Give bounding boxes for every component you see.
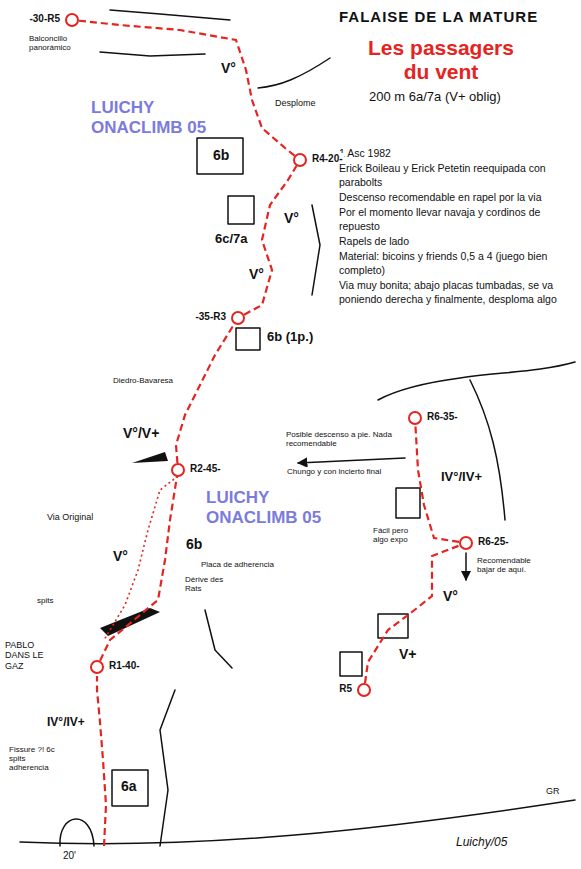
watermark: LUICHY ONACLIMB 05 <box>90 98 232 137</box>
notes-block: 1 Asc 1982Erick Boileau y Erick Petetin … <box>338 146 566 307</box>
belay-station: -35-R3 <box>231 311 245 325</box>
station-label: R6-25- <box>477 536 510 547</box>
rock-block <box>396 488 420 518</box>
route-pitch <box>365 546 459 684</box>
grade: 6b <box>185 536 203 552</box>
crag-name: FALAISE DE LA MATURE <box>338 8 539 25</box>
route-pitch <box>244 166 296 315</box>
ledge <box>100 52 205 56</box>
rock-block <box>340 652 362 676</box>
grade: 6a <box>120 778 138 794</box>
route-pitch <box>176 324 234 463</box>
cave-arch <box>60 819 94 846</box>
annotation: Posible descenso a pie. Nada recomendabl… <box>285 430 412 448</box>
grade: V° <box>283 210 300 226</box>
annotation: spits <box>36 596 54 605</box>
route-title: Les passagers du vent <box>355 36 527 84</box>
overhang <box>258 58 330 88</box>
belay-station: R4-20- <box>293 153 307 167</box>
grade: IV°/IV+ <box>46 716 86 730</box>
rock-block <box>197 138 243 174</box>
grade: V° <box>442 588 459 604</box>
rock-block <box>228 196 254 224</box>
belay-station: R1-40- <box>90 660 104 674</box>
belay-station: R6-25- <box>459 536 473 550</box>
rock-block <box>236 328 260 350</box>
crack <box>205 610 232 668</box>
annotation: Balconcillo panorámico <box>28 34 74 52</box>
crack <box>312 205 320 295</box>
note-text: Via muy bonita; abajo placas tumbadas, s… <box>338 278 566 306</box>
approach-time: 20' <box>62 850 77 862</box>
descent-arrow <box>298 458 405 463</box>
station-label: R4-20- <box>311 153 344 164</box>
note-text: Por el momento llevar navaja y cordinos … <box>338 205 566 233</box>
annotation: Placa de adherencia <box>200 560 275 569</box>
belay-station: -30-R5 <box>65 13 79 27</box>
note-text: Descenso recomendable en rapel por la vi… <box>338 190 566 204</box>
crack <box>160 690 175 846</box>
grade: V°/V+ <box>122 425 160 441</box>
annotation: Fácil pero algo expo <box>372 526 420 544</box>
grade: V° <box>220 60 237 76</box>
route-pitch <box>100 477 177 661</box>
rappel-arrow <box>465 553 467 580</box>
annotation: Diedro-Bavaresa <box>112 376 174 385</box>
original-route <box>104 476 178 640</box>
grade: 6c/7a <box>214 232 249 247</box>
note-text: Erick Boileau y Erick Petetin reequipada… <box>338 161 566 189</box>
annotation: Dérive des Rats <box>184 575 234 593</box>
annotation: PABLO DANS LE GAZ <box>4 640 52 671</box>
rock-block <box>112 770 148 806</box>
grade: V° <box>112 548 129 564</box>
annotation: Recomendable bajar de aquí. <box>476 556 542 574</box>
note-text: Rapels de lado <box>338 234 566 248</box>
station-label: -35-R3 <box>194 311 227 322</box>
grade: IV°/IV+ <box>440 470 483 485</box>
roof <box>132 452 168 463</box>
trail-name: GR <box>545 786 561 796</box>
annotation: Fissure ?! 6c spits adherencia <box>8 745 56 773</box>
belay-station: R5 <box>357 683 371 697</box>
annotation: Chungo y con incierto final <box>286 467 382 476</box>
station-label: R2-45- <box>189 463 222 474</box>
station-label: R5 <box>338 683 353 694</box>
grade: V+ <box>398 646 418 662</box>
rock-edge <box>110 10 230 20</box>
route-length: 200 m 6a/7a (V+ oblig) <box>368 90 502 105</box>
grade: 6b <box>212 147 230 163</box>
route-pitch <box>79 21 295 156</box>
watermark: LUICHY ONACLIMB 05 <box>205 488 347 527</box>
annotation: Via Original <box>46 512 94 522</box>
belay-station: R6-35- <box>408 411 422 425</box>
station-label: -30-R5 <box>28 13 61 24</box>
grade: V° <box>248 266 265 282</box>
station-label: R6-35- <box>426 411 459 422</box>
station-label: R1-40- <box>108 660 141 671</box>
inset-rock-edge <box>470 380 505 520</box>
route-first-pitch <box>97 676 106 846</box>
belay-station: R2-45- <box>171 463 185 477</box>
grade: 6b (1p.) <box>266 330 314 345</box>
annotation: Desplome <box>274 98 317 108</box>
signature: Luichy/05 <box>455 836 508 850</box>
note-text: 1 Asc 1982 <box>338 146 566 160</box>
note-text: Material: bicoins y friends 0,5 a 4 (jue… <box>338 249 566 277</box>
